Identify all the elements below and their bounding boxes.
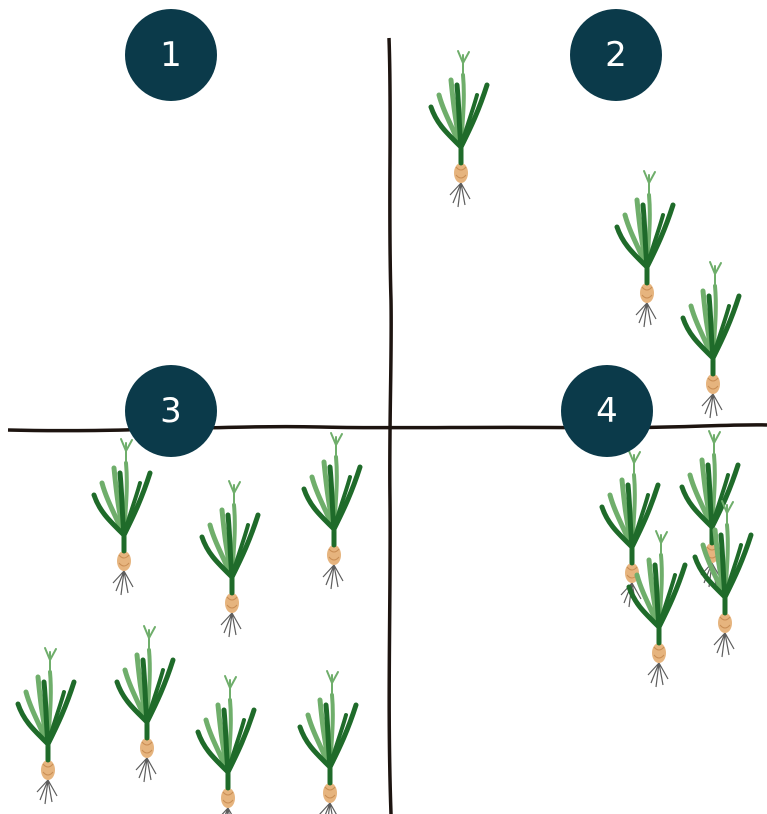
onion-plant-icon bbox=[300, 671, 356, 814]
quadrant-4-plants bbox=[602, 431, 751, 687]
onion-plant-icon bbox=[431, 51, 487, 207]
quadrant-badge-2: 2 bbox=[570, 9, 662, 101]
onion-plant-icon bbox=[94, 439, 150, 595]
quadrant-label: 4 bbox=[596, 391, 618, 431]
quadrant-badge-1: 1 bbox=[125, 9, 217, 101]
quadrant-badge-3: 3 bbox=[125, 365, 217, 457]
onion-plant-icon bbox=[198, 676, 254, 814]
onion-plant-icon bbox=[617, 171, 673, 327]
horizontal-divider bbox=[7, 423, 767, 433]
onion-plant-icon bbox=[304, 433, 360, 589]
quadrant-label: 3 bbox=[160, 391, 182, 431]
quadrant-2-plants bbox=[431, 51, 739, 418]
onion-plant-icon bbox=[117, 626, 173, 782]
onion-plant-icon bbox=[695, 501, 751, 657]
onion-plant-icon bbox=[202, 481, 258, 637]
quadrant-badge-4: 4 bbox=[561, 365, 653, 457]
quadrant-label: 1 bbox=[160, 35, 182, 75]
vertical-divider bbox=[387, 37, 393, 814]
onion-plant-icon bbox=[629, 531, 685, 687]
quadrant-label: 2 bbox=[605, 35, 627, 75]
onion-plant-icon bbox=[683, 262, 739, 418]
onion-plant-icon bbox=[18, 648, 74, 804]
quadrant-3-plants bbox=[18, 433, 360, 814]
